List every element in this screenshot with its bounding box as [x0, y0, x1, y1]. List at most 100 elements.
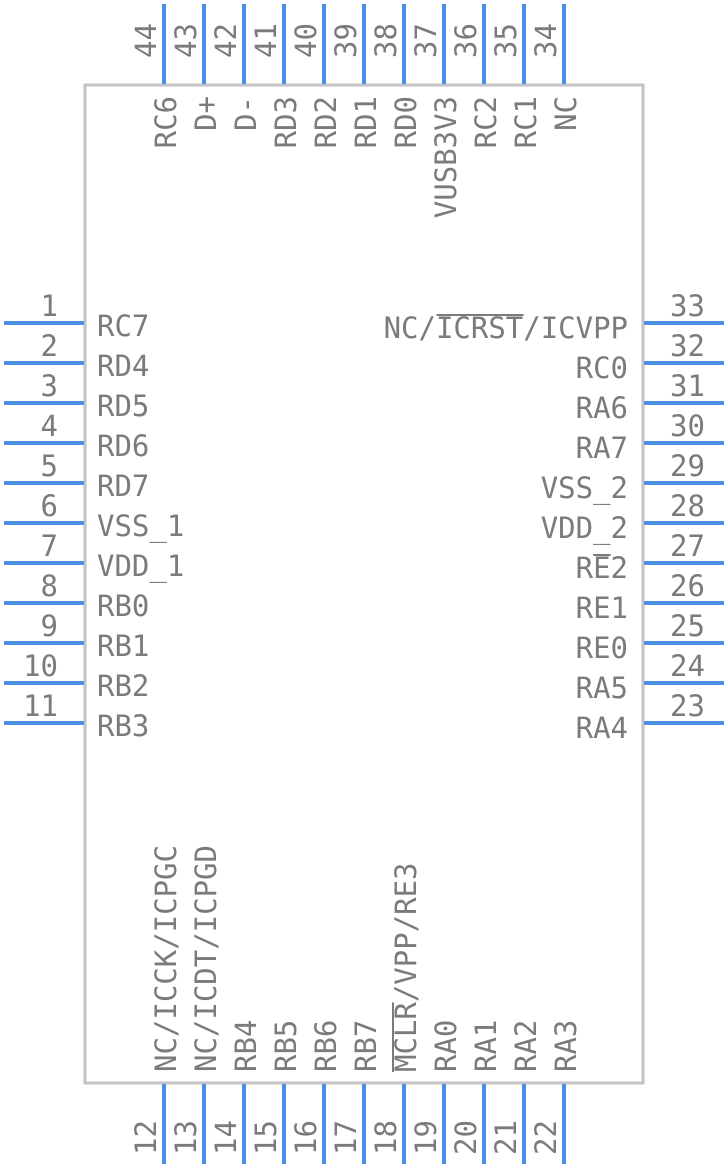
pin-name-rot: MCLR/VPP/RE3 [389, 862, 423, 1072]
pin-number: 36 [449, 23, 483, 58]
pin-name-rc7: RC7 [97, 309, 149, 343]
pin-name-rot: RA3 [549, 1020, 583, 1072]
pin-name-rot: NC/ICCK/ICPGC [149, 845, 183, 1072]
pin-name-rot: RC2 [469, 96, 503, 148]
pin-name-nc: NC [549, 96, 583, 131]
pin-name-rot: VUSB3V3 [429, 96, 463, 218]
pin-number: 23 [670, 689, 705, 723]
pin-name-ra3: RA3 [549, 1020, 583, 1072]
pin-number-rot: 14 [209, 1120, 243, 1155]
pin-number: 22 [529, 1120, 563, 1155]
pin-name-ra5: RA5 [576, 671, 628, 705]
pin-name-rot: RB7 [349, 1020, 383, 1072]
pin-number: 26 [670, 569, 705, 603]
pin-name-rot: NC/ICDT/ICPGD [189, 845, 223, 1072]
pin-number-rot: 35 [489, 23, 523, 58]
pin-name-rb6: RB6 [309, 1020, 343, 1072]
pin-name-ra4: RA4 [576, 711, 628, 745]
pin-name-rot: RA1 [469, 1020, 503, 1072]
pin-number-rot: 22 [529, 1120, 563, 1155]
pin-name-rb5: RB5 [269, 1020, 303, 1072]
pin-number: 44 [129, 23, 163, 58]
pin-number-rot: 39 [329, 23, 363, 58]
pin-name-re0: RE0 [576, 631, 628, 665]
pin-number: 3 [41, 369, 58, 403]
pin-number: 25 [670, 609, 705, 643]
pin-name-rot: RC6 [149, 96, 183, 148]
pin-name-rot: RD3 [269, 96, 303, 148]
pin-number: 42 [209, 23, 243, 58]
pin-name-ra7: RA7 [576, 431, 628, 465]
right-pins: 33NC/ICRST/ICVPP32RC031RA630RA729VSS_228… [384, 289, 724, 745]
pin-name-rot: D+ [189, 96, 223, 131]
pin-name-rot: RB4 [229, 1020, 263, 1072]
pin-name-rot: RD0 [389, 96, 423, 148]
pin-number: 9 [41, 609, 58, 643]
pin-number: 24 [670, 649, 705, 683]
pin-number-rot: 43 [169, 23, 203, 58]
pin-number-rot: 44 [129, 23, 163, 58]
pin-name-vss-1: VSS_1 [97, 509, 184, 544]
pin-name-rb2: RB2 [97, 669, 149, 703]
pin-number: 37 [409, 23, 443, 58]
pin-name-re2: RE2 [576, 551, 628, 585]
pin-name-vdd-2: VDD_2 [541, 511, 628, 546]
pin-name-rd6: RD6 [97, 429, 149, 463]
pin-name-rc1: RC1 [509, 96, 543, 148]
pin-number: 41 [249, 23, 283, 58]
pin-42: 42D- [209, 4, 263, 131]
pin-number: 1 [41, 289, 58, 323]
pin-number: 15 [249, 1120, 283, 1155]
pin-number: 10 [23, 649, 58, 683]
pin-name-rc2: RC2 [469, 96, 503, 148]
pin-number: 27 [670, 529, 705, 563]
pin-number: 11 [23, 689, 58, 723]
pin-14: 14 RB4 [209, 1020, 263, 1164]
pin-name-d: D+ [189, 96, 223, 131]
pin-name-rd0: RD0 [389, 96, 423, 148]
pin-name-nc-icrst-icvpp: NC/ICRST/ICVPP [384, 311, 628, 345]
pin-name-mclr-vpp-re3: MCLR/VPP/RE3 [389, 862, 423, 1072]
pin-number: 8 [41, 569, 58, 603]
pin-name-rd1: RD1 [349, 96, 383, 148]
pin-16: 16 RB6 [289, 1020, 343, 1164]
pin-number: 16 [289, 1120, 323, 1155]
pin-number: 2 [41, 329, 58, 363]
pin-number-rot: 12 [129, 1120, 163, 1155]
pin-name-vusb3v3: VUSB3V3 [429, 96, 463, 218]
pin-number: 5 [41, 449, 58, 483]
pin-name-rc6: RC6 [149, 96, 183, 148]
pin-number: 4 [41, 409, 58, 443]
pin-number: 18 [369, 1120, 403, 1155]
pin-number: 7 [41, 529, 58, 563]
pin-name-rd4: RD4 [97, 349, 149, 383]
pin-name-rot: NC [549, 96, 583, 131]
pin-name-rot: D- [229, 96, 263, 131]
pin-number: 34 [529, 23, 563, 58]
